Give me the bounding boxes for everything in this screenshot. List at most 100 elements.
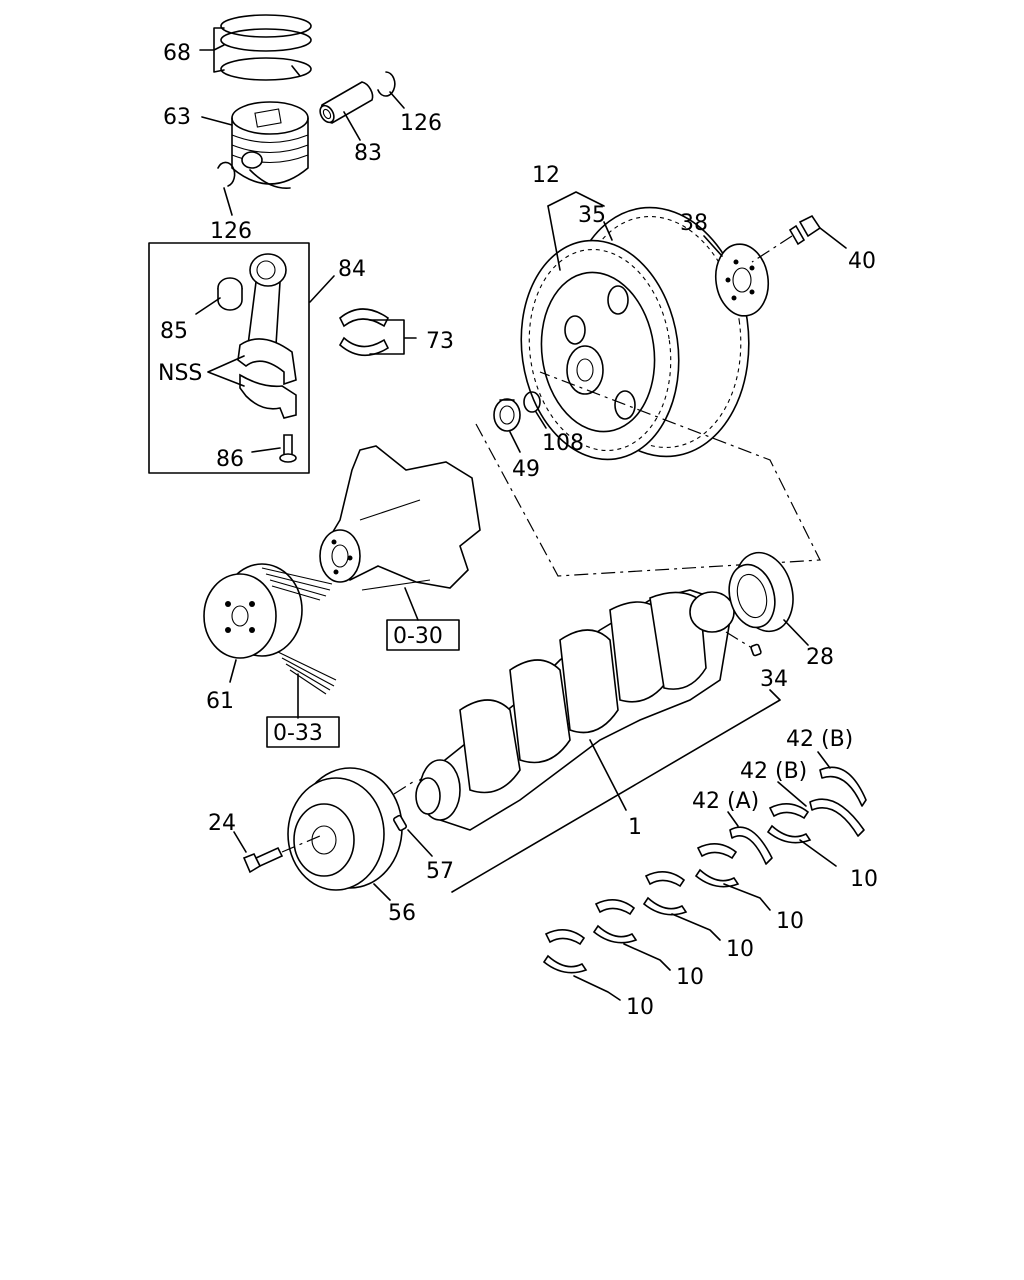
callout-12-leader	[547, 191, 605, 207]
callout-28-leader	[783, 619, 809, 646]
callout-126-lower-leader	[223, 187, 233, 216]
callout-84: 84	[338, 257, 366, 282]
flywheel	[520, 206, 750, 461]
ref-label-0-33[interactable]: 0-33	[273, 721, 323, 746]
callout-86-leader	[251, 447, 281, 453]
callout-10b-leader	[723, 883, 771, 911]
callout-85-leader	[195, 297, 221, 315]
thrust-washer-b-1	[819, 766, 867, 807]
callout-73-leader	[369, 319, 417, 355]
callout-42b1-leader	[817, 751, 831, 769]
callout-12: 12	[532, 163, 560, 188]
piston	[231, 101, 309, 189]
main-bearing-set-1	[766, 803, 812, 844]
callout-28: 28	[806, 645, 834, 670]
main-bearing-set-3	[642, 871, 688, 916]
crankshaft-gear	[728, 551, 794, 633]
piston-pin	[319, 81, 374, 124]
callout-10-b: 10	[776, 909, 804, 934]
snap-ring-upper	[377, 71, 396, 97]
callout-38-leader	[703, 235, 723, 257]
callout-12-leader-2	[547, 205, 561, 271]
connecting-rod-box	[148, 242, 310, 474]
drive-belt-upper	[261, 567, 333, 601]
callout-68-leader	[199, 27, 225, 73]
callout-42b-upper: 42 (B)	[786, 727, 853, 752]
pilot-bearing	[493, 398, 521, 432]
piston-rings	[220, 14, 312, 81]
key-axis	[725, 631, 753, 649]
callout-1-leader	[451, 689, 781, 893]
callout-85: 85	[160, 319, 188, 344]
callout-1-leader-2	[589, 739, 627, 811]
callout-1: 1	[628, 815, 642, 840]
callout-57-leader	[407, 829, 433, 857]
dowel-pin	[392, 814, 408, 832]
drive-belt-lower	[277, 651, 337, 695]
callout-24: 24	[208, 811, 236, 836]
callout-61-leader	[229, 659, 237, 683]
callout-10c-leader	[671, 913, 721, 941]
callout-40-leader	[819, 227, 847, 249]
connecting-rod-bearing	[338, 308, 390, 357]
callout-63: 63	[163, 105, 191, 130]
callout-49: 49	[512, 457, 540, 482]
callout-nss-leader	[207, 355, 245, 387]
callout-030-leader	[404, 587, 419, 621]
callout-83-leader	[343, 111, 361, 141]
snap-ring-lower	[217, 161, 236, 187]
callout-nss: NSS	[158, 361, 202, 386]
flywheel-bolt-axis	[751, 235, 793, 263]
callout-126-upper-leader	[389, 91, 405, 109]
callout-35-leader	[603, 221, 613, 241]
callout-68: 68	[163, 41, 191, 66]
ref-label-0-30[interactable]: 0-30	[393, 624, 443, 649]
callout-73: 73	[426, 329, 454, 354]
callout-86: 86	[216, 447, 244, 472]
callout-40: 40	[848, 249, 876, 274]
callout-34: 34	[760, 667, 788, 692]
connecting-rod	[217, 253, 297, 463]
pulley-axis	[393, 779, 417, 795]
callout-49-leader	[509, 431, 521, 453]
woodruff-key	[750, 643, 762, 657]
assembly-axis-frame	[475, 371, 821, 577]
ref-box-0-30	[386, 619, 460, 651]
main-bearing-set-2	[694, 843, 740, 888]
flywheel-bolt	[788, 214, 822, 246]
callout-126-upper: 126	[400, 111, 442, 136]
callout-38: 38	[680, 211, 708, 236]
fan-pulley	[203, 563, 303, 659]
bolt-axis	[281, 835, 321, 853]
callout-83: 83	[354, 141, 382, 166]
callout-10d-leader	[623, 943, 671, 971]
main-bearing-set-5	[542, 929, 588, 974]
callout-10-a: 10	[850, 867, 878, 892]
flywheel-plate	[714, 243, 770, 317]
pulley-bolt	[242, 846, 284, 874]
callout-42b2-leader	[777, 781, 807, 807]
water-pump	[319, 445, 481, 591]
thrust-washer-a	[729, 826, 773, 865]
callout-10-c: 10	[726, 937, 754, 962]
callout-10-d: 10	[676, 965, 704, 990]
thrust-washer-b-2	[809, 798, 865, 837]
callout-61: 61	[206, 689, 234, 714]
callout-84-leader	[309, 275, 335, 303]
main-bearing-set-4	[592, 899, 638, 944]
callout-63-leader	[201, 116, 233, 126]
callout-35: 35	[578, 203, 606, 228]
callout-10-e: 10	[626, 995, 654, 1020]
callout-56: 56	[388, 901, 416, 926]
callout-126-lower: 126	[210, 219, 252, 244]
callout-108: 108	[542, 431, 584, 456]
callout-42b-lower: 42 (B)	[740, 759, 807, 784]
callout-42a-leader	[727, 811, 739, 827]
retaining-ring-108	[523, 391, 541, 413]
crankshaft	[415, 589, 735, 831]
callout-57: 57	[426, 859, 454, 884]
callout-24-leader	[233, 831, 247, 853]
callout-10a-leader	[799, 839, 837, 867]
callout-108-leader	[535, 411, 547, 429]
